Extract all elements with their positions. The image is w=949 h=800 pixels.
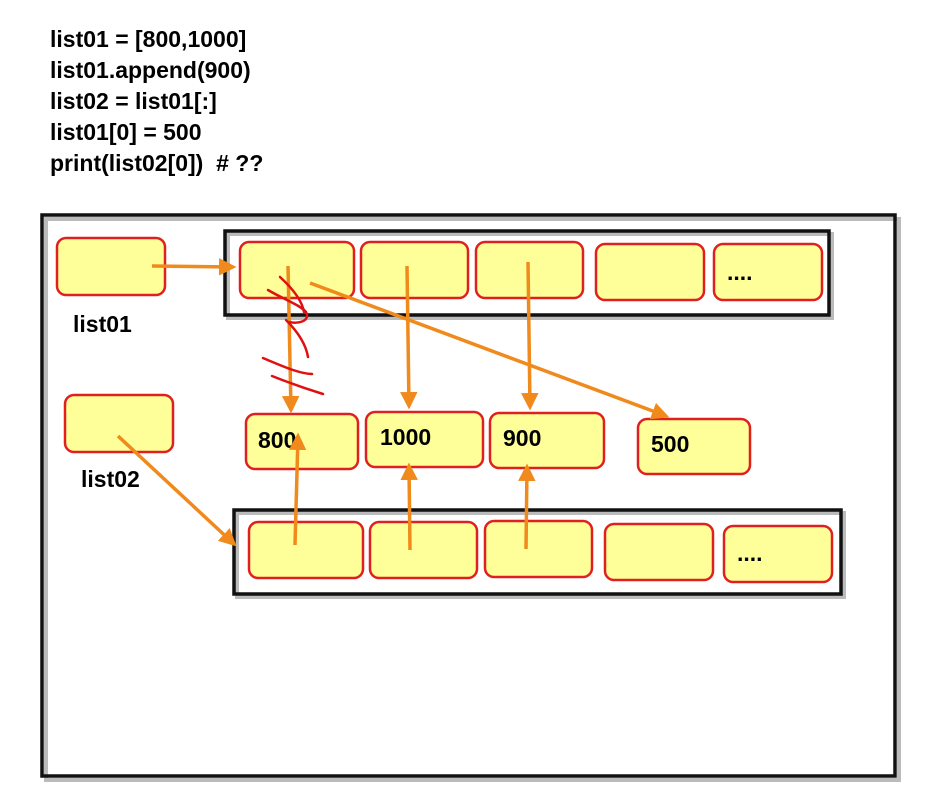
list02-ellipsis: .... xyxy=(737,540,763,566)
strike-mark-top xyxy=(266,288,309,324)
list02-label: list02 xyxy=(81,466,140,492)
list02-slot-0 xyxy=(247,520,365,580)
list02-slot-4 xyxy=(722,524,834,584)
list02-slot-2 xyxy=(483,519,594,579)
strike-mark-curve xyxy=(278,275,306,314)
code-line-1: list01 = [800,1000] xyxy=(50,26,247,52)
list02-slot-1 xyxy=(368,520,479,580)
arrow-slot0-to-500 xyxy=(309,281,670,420)
memory-frame xyxy=(40,213,897,778)
list01-variable-box xyxy=(55,236,167,297)
list02-variable-box xyxy=(63,393,175,454)
value-box-500 xyxy=(636,417,752,476)
arrow-list02-to-container xyxy=(116,434,237,547)
code-line-3: list02 = list01[:] xyxy=(50,88,217,114)
arrow-list02-slot2-to-900 xyxy=(518,463,536,550)
code-line-5: print(list02[0]) # ?? xyxy=(50,150,264,176)
strike-mark-lower-2 xyxy=(270,374,325,396)
list01-slot-4 xyxy=(712,242,824,302)
value-800: 800 xyxy=(258,427,296,453)
arrow-list02-slot1-to-1000 xyxy=(400,462,418,551)
list02-container xyxy=(232,508,843,596)
list01-ellipsis: .... xyxy=(727,259,753,285)
memory-frame-shadow xyxy=(44,217,901,782)
value-1000: 1000 xyxy=(380,424,431,450)
arrow-list02-slot0-to-800 xyxy=(288,432,307,546)
code-line-2: list01.append(900) xyxy=(50,57,251,83)
value-900: 900 xyxy=(503,425,541,451)
list02-slot-3 xyxy=(603,522,715,582)
list01-slot-1 xyxy=(359,240,470,300)
list01-slot-0 xyxy=(238,240,356,300)
value-box-1000 xyxy=(364,410,485,469)
value-box-900 xyxy=(488,411,606,470)
strike-mark-middle xyxy=(284,318,310,359)
code-block: list01 = [800,1000] list01.append(900) l… xyxy=(50,24,263,179)
list02-container-shadow xyxy=(235,511,846,599)
list01-slot-3 xyxy=(594,242,706,302)
code-line-4: list01[0] = 500 xyxy=(50,119,202,145)
list01-label: list01 xyxy=(73,311,132,337)
value-500: 500 xyxy=(651,431,689,457)
strike-mark-lower-1 xyxy=(261,356,314,376)
arrow-slot0-to-800 xyxy=(281,265,300,414)
arrow-slot2-to-900 xyxy=(521,261,539,411)
arrow-list01-to-container xyxy=(151,258,237,276)
arrow-slot1-to-1000 xyxy=(400,265,418,410)
